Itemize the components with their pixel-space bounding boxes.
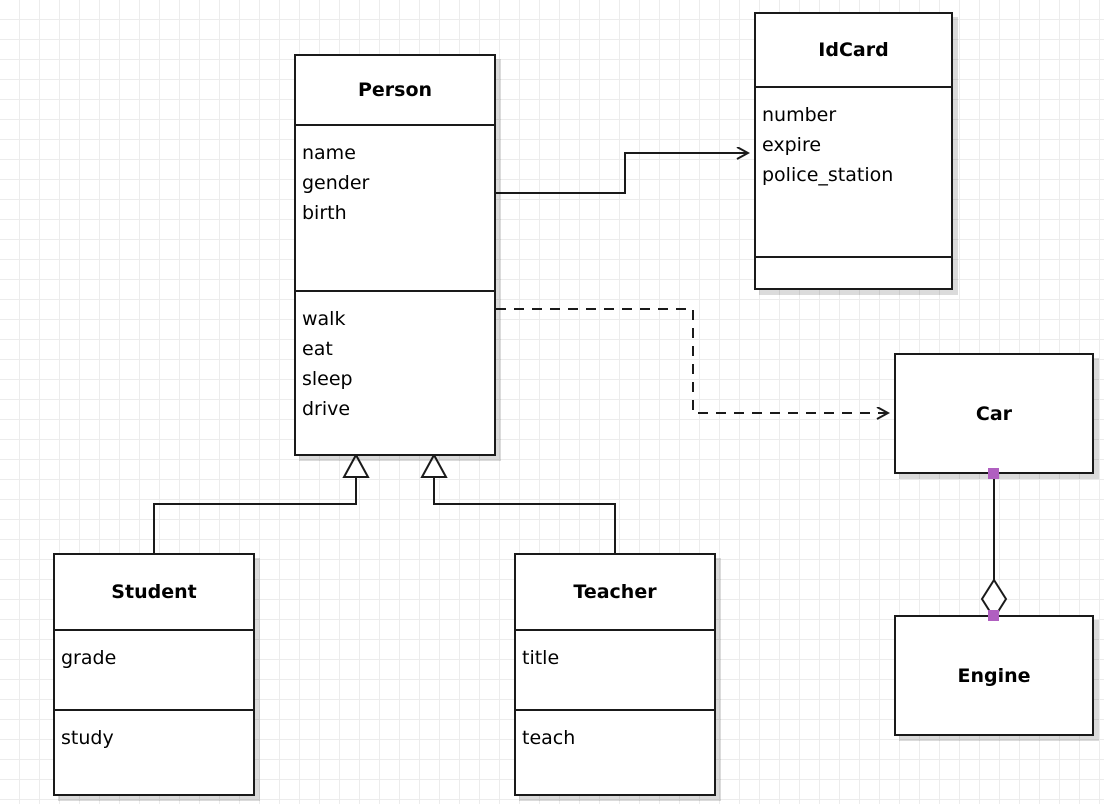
class-name-student: Student xyxy=(111,581,197,603)
class-attributes-student: grade xyxy=(55,629,253,709)
class-box-teacher[interactable]: Teacher title teach xyxy=(514,553,716,796)
class-operations-idcard xyxy=(756,256,951,290)
class-attributes-person: name gender birth xyxy=(296,124,494,290)
class-attributes-teacher: title xyxy=(516,629,714,709)
class-box-idcard[interactable]: IdCard number expire police_station xyxy=(754,12,953,290)
class-name-car: Car xyxy=(975,402,1013,425)
class-box-student[interactable]: Student grade study xyxy=(53,553,255,796)
edge-person-idcard[interactable] xyxy=(496,153,748,194)
generalization-triangle-teacher xyxy=(420,452,448,478)
class-operations-person: walk eat sleep drive xyxy=(296,290,494,456)
edge-car-engine[interactable] xyxy=(980,474,1008,620)
edge-student-person[interactable] xyxy=(153,452,370,553)
class-operations-student: study xyxy=(55,709,253,796)
class-name-person: Person xyxy=(357,79,433,101)
class-box-car[interactable]: Car xyxy=(894,353,1094,474)
class-name-teacher: Teacher xyxy=(573,581,657,603)
class-box-engine[interactable]: Engine xyxy=(894,615,1094,736)
connector-handle-engine-end[interactable] xyxy=(988,610,999,621)
class-operations-teacher: teach xyxy=(516,709,714,796)
class-attributes-idcard: number expire police_station xyxy=(756,86,951,256)
edge-person-car[interactable] xyxy=(496,308,888,413)
edge-teacher-person[interactable] xyxy=(420,452,616,553)
class-name-engine: Engine xyxy=(957,664,1031,687)
class-box-person[interactable]: Person name gender birth walk eat sleep … xyxy=(294,54,496,456)
connector-handle-car-end[interactable] xyxy=(988,468,999,479)
generalization-triangle-student xyxy=(342,452,370,478)
class-name-idcard: IdCard xyxy=(818,39,889,61)
